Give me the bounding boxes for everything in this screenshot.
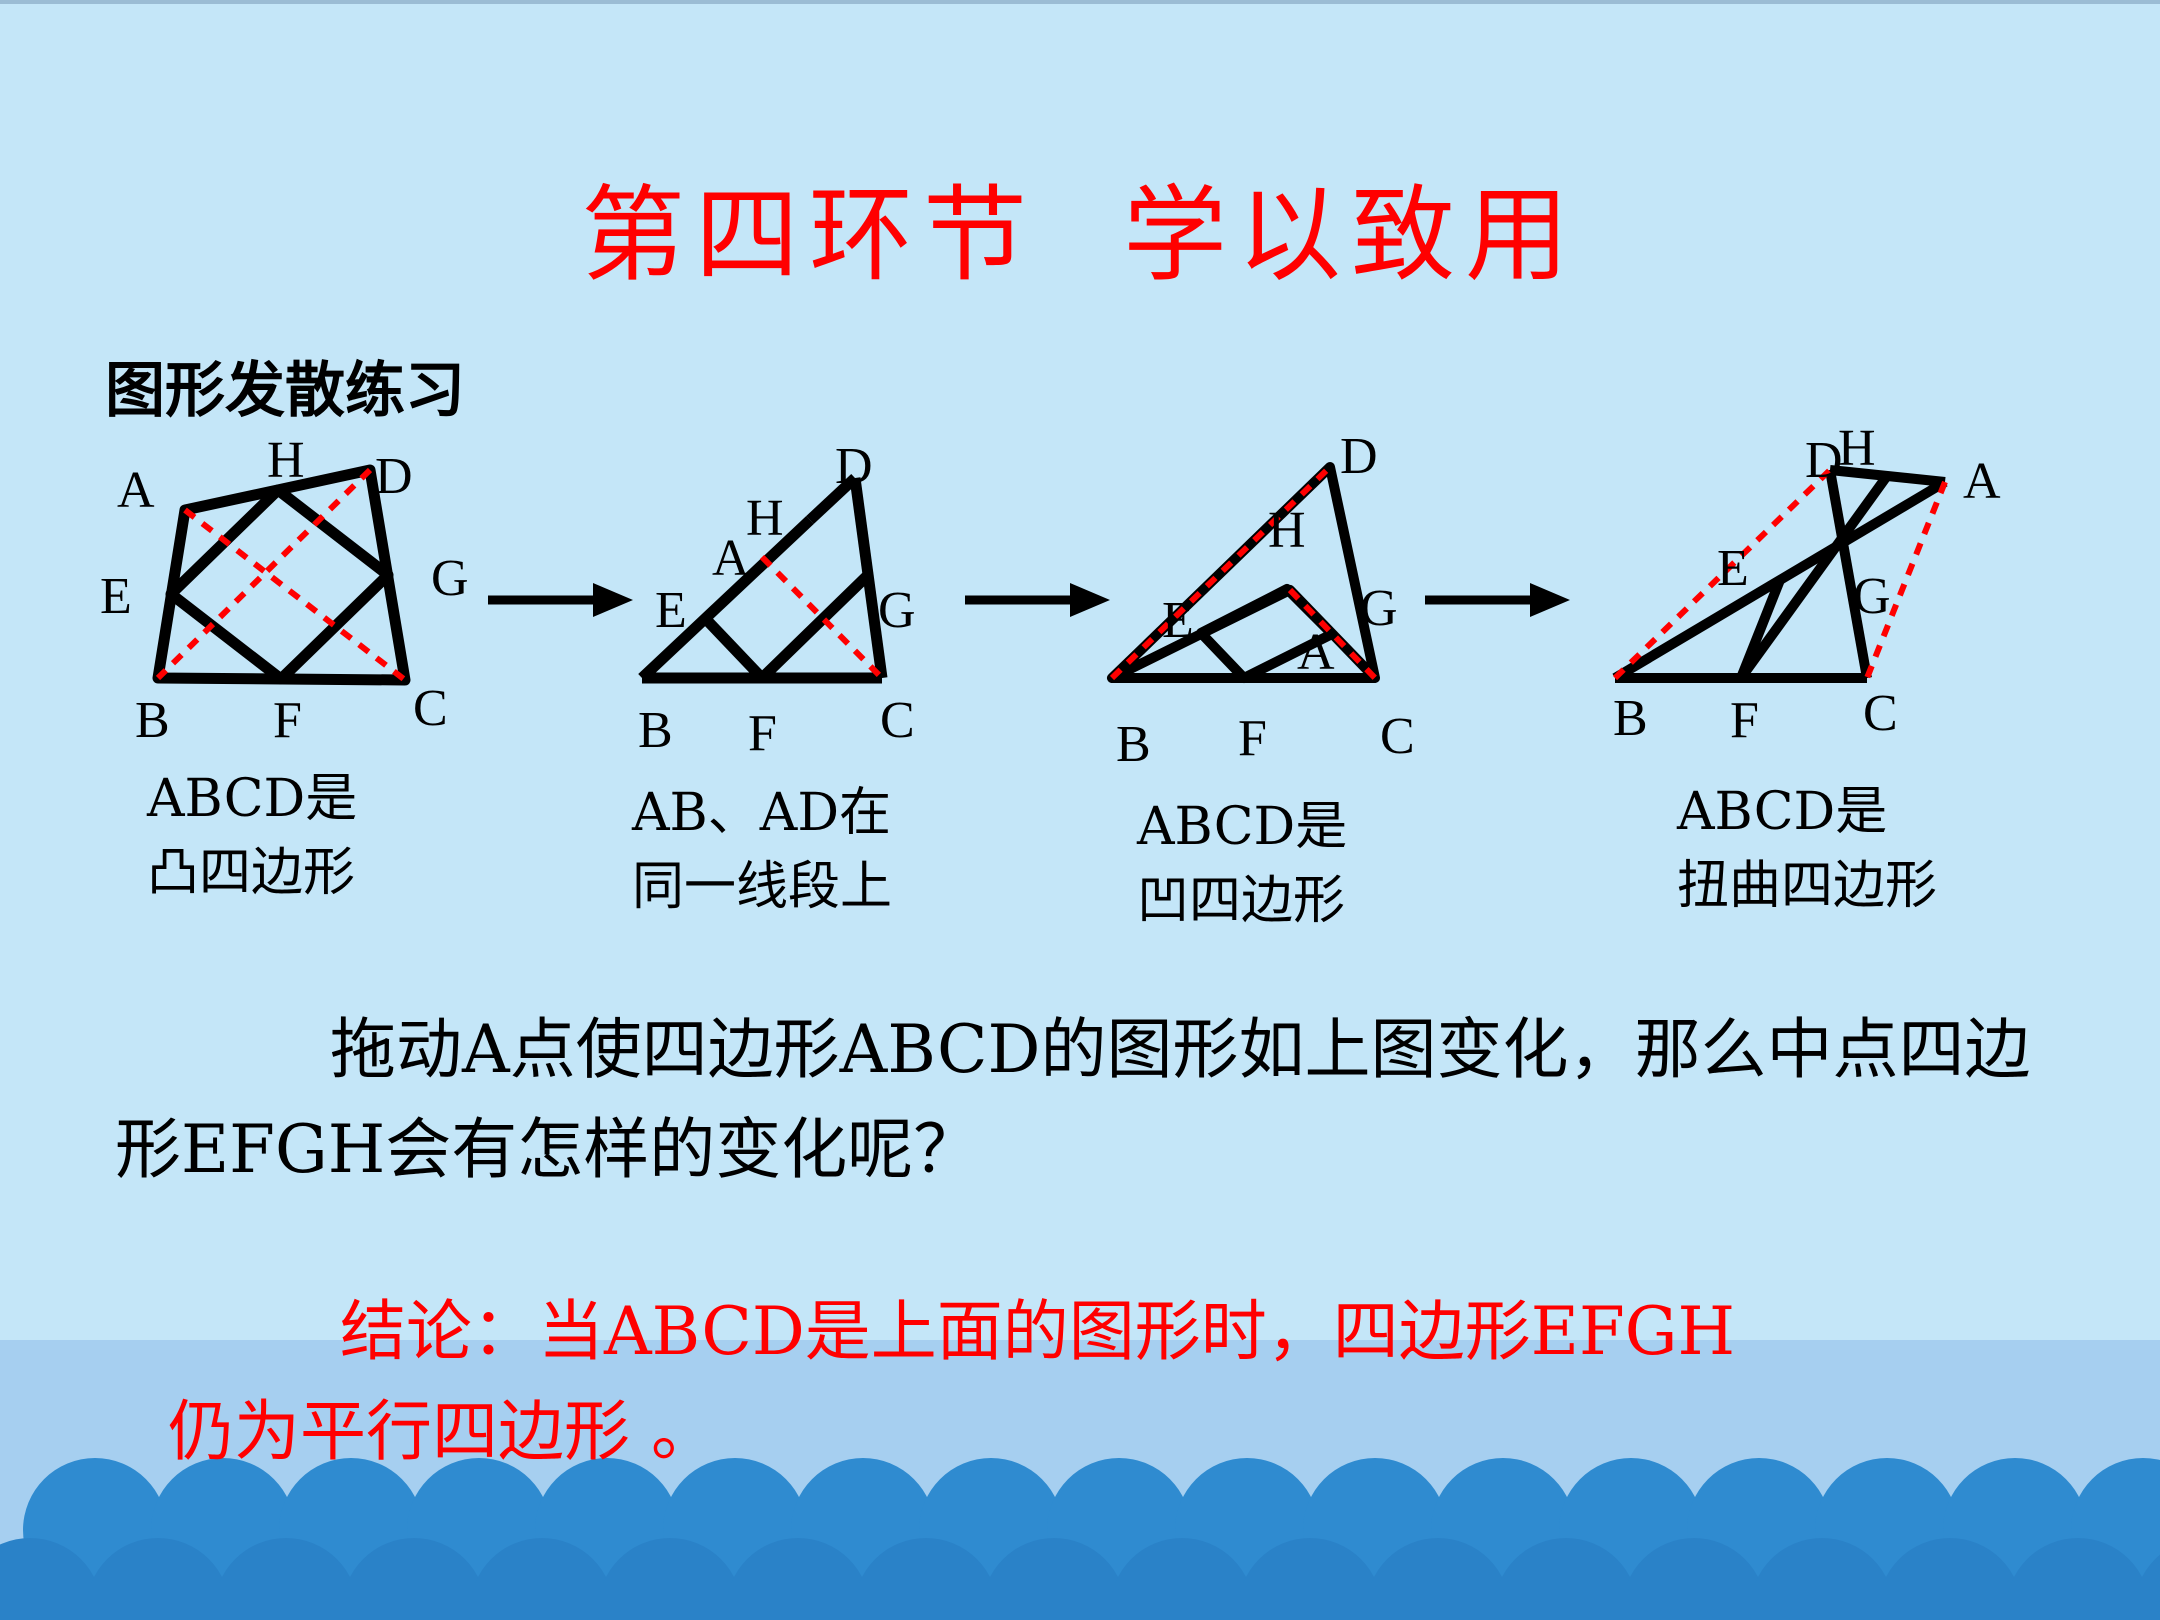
- wave-scallop: [1750, 1538, 1894, 1620]
- caption-line: ABCD是: [1137, 797, 1348, 857]
- conclusion-text: 结论：当ABCD是上面的图形时，四边形EFGH 仍为平行四边形 。: [168, 1282, 2100, 1482]
- label-G: G: [431, 550, 469, 607]
- wave-scallop: [1238, 1538, 1382, 1620]
- label-H: H: [267, 432, 305, 489]
- label-C: C: [880, 692, 915, 749]
- label-B: B: [638, 702, 673, 759]
- caption-line: 同一线段上: [632, 857, 893, 917]
- arrow-right-icon: [488, 583, 633, 617]
- wave-scallop: [1878, 1538, 2022, 1620]
- label-E: E: [1162, 592, 1194, 649]
- label-H: H: [1268, 502, 1306, 559]
- label-G: G: [878, 582, 916, 639]
- label-E: E: [100, 568, 132, 625]
- label-H: H: [746, 490, 784, 547]
- wave-scallop: [1110, 1538, 1254, 1620]
- wave-scallop: [1622, 1538, 1766, 1620]
- label-D: D: [1805, 432, 1843, 489]
- wave-scallop: [1366, 1538, 1510, 1620]
- label-F: F: [1730, 692, 1759, 749]
- label-E: E: [1717, 540, 1749, 597]
- label-B: B: [1613, 690, 1648, 747]
- label-H: H: [1838, 425, 1876, 477]
- label-B: B: [1116, 716, 1151, 773]
- caption-line: 扭曲四边形: [1677, 856, 1938, 916]
- label-A: A: [117, 462, 155, 519]
- label-F: F: [1238, 710, 1267, 767]
- label-G: G: [1853, 568, 1891, 625]
- conclusion-line-1: 结论：当ABCD是上面的图形时，四边形EFGH: [340, 1293, 1736, 1370]
- label-A: A: [1297, 624, 1335, 681]
- caption-degenerate: AB、AD在 同一线段上: [632, 776, 892, 924]
- wave-scallop: [0, 1538, 102, 1620]
- section-subtitle: 图形发散练习: [105, 356, 465, 426]
- caption-line: ABCD是: [147, 769, 358, 829]
- label-E: E: [655, 582, 687, 639]
- caption-twisted: ABCD是 扭曲四边形: [1677, 775, 1937, 923]
- wave-scallop: [854, 1538, 998, 1620]
- label-A: A: [712, 530, 750, 587]
- caption-convex: ABCD是 凸四边形: [147, 762, 357, 910]
- caption-line: 凹四边形: [1137, 871, 1346, 931]
- label-A: A: [1963, 453, 2001, 510]
- wave-scallop: [86, 1538, 230, 1620]
- arrow-right-icon: [1425, 583, 1570, 617]
- label-D: D: [375, 448, 413, 505]
- slide-title: 第四环节 学以致用: [580, 174, 1580, 296]
- wave-scallop: [214, 1538, 358, 1620]
- caption-line: ABCD是: [1677, 782, 1888, 842]
- wave-scallop: [342, 1538, 486, 1620]
- wave-scallop: [726, 1538, 870, 1620]
- label-D: D: [1340, 428, 1378, 485]
- question-text: 拖动A点使四边形ABCD的图形如上图变化，那么中点四边形EFGH会有怎样的变化呢…: [115, 1011, 2031, 1188]
- wave-scallop: [598, 1538, 742, 1620]
- figure-degenerate-quadrilateral: D H A E G B F C: [610, 425, 1090, 785]
- caption-concave: ABCD是 凹四边形: [1137, 790, 1347, 938]
- wave-scallop: [2006, 1538, 2150, 1620]
- label-F: F: [273, 692, 302, 749]
- label-C: C: [413, 680, 448, 737]
- conclusion-line-2: 仍为平行四边形 。: [168, 1393, 717, 1470]
- arrow-right-icon: [965, 583, 1110, 617]
- label-G: G: [1360, 580, 1398, 637]
- caption-line: 凸四边形: [147, 843, 356, 903]
- label-C: C: [1863, 685, 1898, 742]
- wave-scallop: [1494, 1538, 1638, 1620]
- wave-scallop: [982, 1538, 1126, 1620]
- figure-twisted-quadrilateral: D H A E G B F C: [1595, 420, 2075, 785]
- figure-concave-quadrilateral: D H E G A B F C: [1090, 425, 1570, 785]
- label-C: C: [1380, 708, 1415, 765]
- label-B: B: [135, 692, 170, 749]
- wave-scallop: [470, 1538, 614, 1620]
- label-D: D: [835, 438, 873, 495]
- figure-convex-quadrilateral: A H D E G B F C: [95, 425, 575, 785]
- wave-scallop: [2134, 1554, 2160, 1620]
- label-F: F: [748, 705, 777, 762]
- caption-line: AB、AD在: [632, 783, 892, 843]
